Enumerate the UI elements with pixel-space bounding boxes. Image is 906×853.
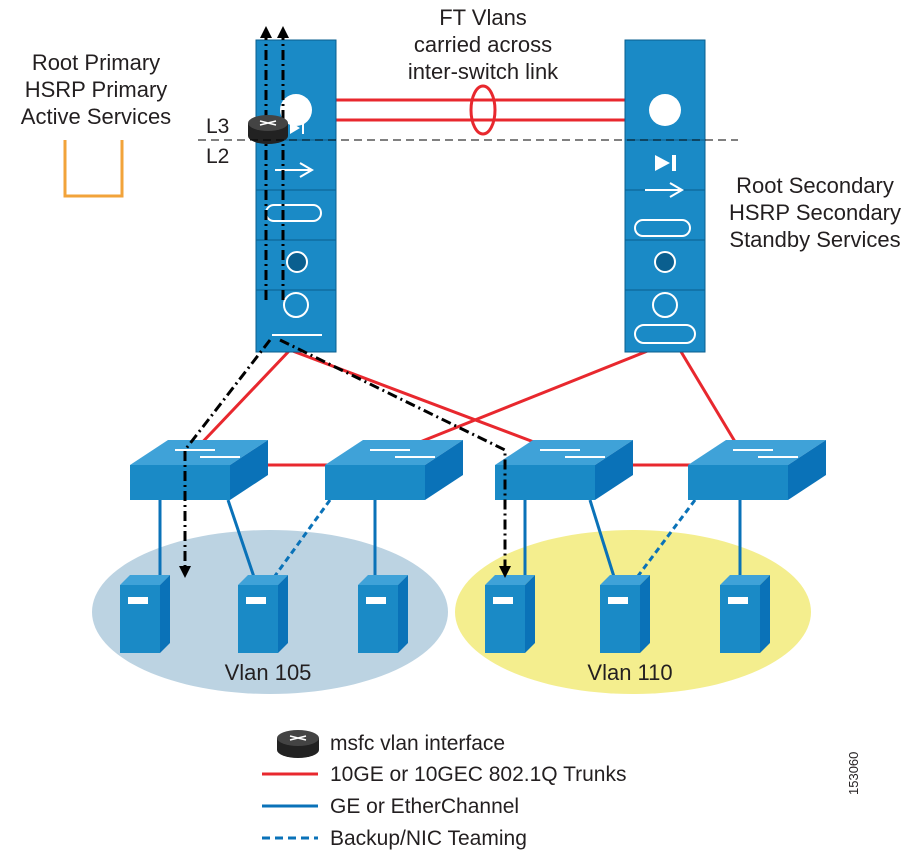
legend: msfc vlan interface 10GE or 10GEC 802.1Q… (262, 730, 626, 850)
active-services-bracket (63, 140, 124, 198)
access-switch-4 (688, 440, 826, 500)
vlan-110-label: Vlan 110 (587, 660, 672, 685)
server-1 (120, 575, 170, 653)
aggregation-switch-primary (255, 39, 337, 353)
msfc-router-icon (248, 115, 288, 144)
ft-vlans-label-line1: FT Vlans (439, 5, 527, 30)
legend-trunk-label: 10GE or 10GEC 802.1Q Trunks (330, 763, 626, 786)
server-6 (720, 575, 770, 653)
traffic-flow (179, 26, 511, 578)
server-5 (600, 575, 650, 653)
ft-vlans-label-line2: carried across (414, 32, 552, 57)
legend-msfc-label: msfc vlan interface (330, 732, 505, 755)
legend-msfc-icon (277, 730, 319, 758)
inter-switch-link-bundle (469, 84, 497, 136)
server-4 (485, 575, 535, 653)
vlan-105-label: Vlan 105 (225, 660, 312, 685)
layer2-label: L2 (206, 145, 229, 168)
primary-label-line3: Active Services (21, 104, 171, 129)
secondary-label-line2: HSRP Secondary (729, 200, 901, 225)
primary-label-line2: HSRP Primary (25, 77, 168, 102)
legend-backup-label: Backup/NIC Teaming (330, 827, 527, 850)
ft-vlans-label-line3: inter-switch link (408, 59, 559, 84)
figure-id: 153060 (846, 752, 861, 795)
secondary-label-line1: Root Secondary (736, 173, 894, 198)
ge-links (158, 499, 742, 581)
access-switch-2 (325, 440, 463, 500)
access-switch-1 (130, 440, 268, 500)
aggregation-switch-secondary (624, 39, 706, 353)
backup-links (270, 499, 697, 581)
primary-label-line1: Root Primary (32, 50, 160, 75)
access-switch-3 (495, 440, 633, 500)
server-3 (358, 575, 408, 653)
legend-ge-label: GE or EtherChannel (330, 795, 519, 818)
secondary-label-line3: Standby Services (729, 227, 900, 252)
server-2 (238, 575, 288, 653)
layer3-label: L3 (206, 115, 229, 138)
